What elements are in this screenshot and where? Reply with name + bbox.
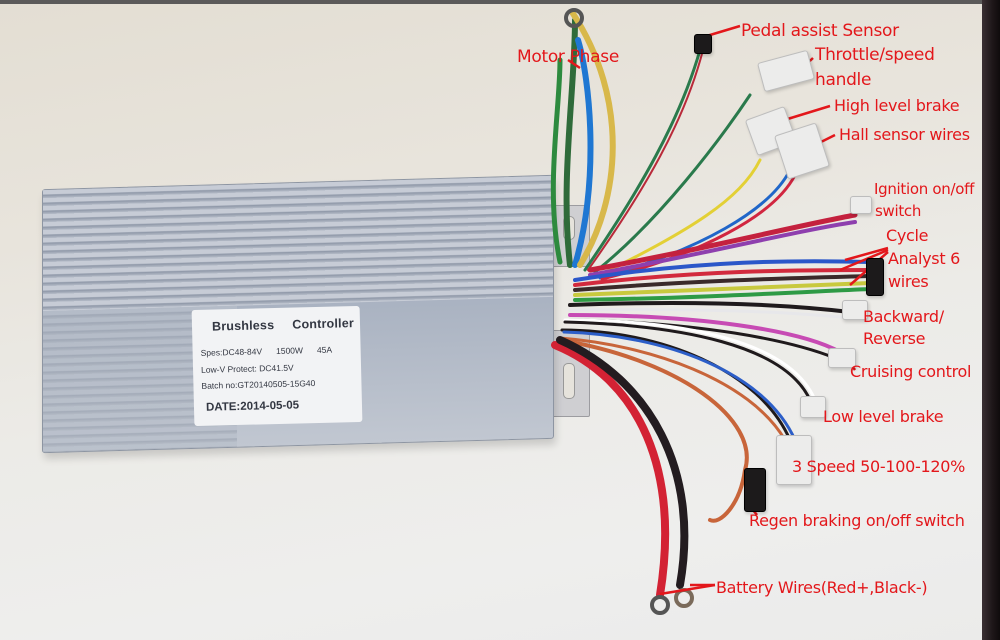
low-brake-connector bbox=[800, 396, 826, 418]
annotation-reverse-line1: Backward/ bbox=[863, 307, 944, 326]
annotation-cruise: Cruising control bbox=[850, 362, 972, 381]
pedal-sensor-connector bbox=[694, 34, 712, 54]
annotation-low-brake: Low level brake bbox=[823, 407, 944, 426]
cycle-analyst-connector bbox=[866, 258, 884, 296]
three-speed-connector bbox=[776, 435, 812, 485]
annotation-battery: Battery Wires(Red+,Black-) bbox=[716, 578, 928, 597]
cruise-connector bbox=[828, 348, 856, 368]
annotation-hall-sensor: Hall sensor wires bbox=[839, 125, 970, 144]
annotation-reverse-line2: Reverse bbox=[863, 329, 926, 348]
reverse-connector bbox=[842, 300, 868, 320]
annotation-ignition-line1: Ignition on/off bbox=[874, 180, 975, 198]
annotation-regen: Regen braking on/off switch bbox=[749, 511, 965, 530]
top-border bbox=[0, 0, 1000, 4]
annotation-throttle-line2: handle bbox=[815, 70, 872, 90]
annotation-cycle-line1: Cycle bbox=[886, 226, 929, 245]
ring-terminals bbox=[564, 8, 694, 615]
annotation-high-brake: High level brake bbox=[834, 96, 960, 115]
annotation-cycle-line2: Analyst 6 bbox=[888, 249, 960, 268]
dark-fabric-edge bbox=[982, 0, 1000, 640]
regen-connector bbox=[744, 468, 766, 512]
annotation-ignition-line2: switch bbox=[875, 202, 922, 220]
annotation-throttle-line1: Throttle/speed bbox=[815, 45, 935, 65]
annotation-cycle-line3: wires bbox=[888, 272, 929, 291]
annotation-motor-phase: Motor Phase bbox=[517, 47, 619, 67]
annotation-three-speed: 3 Speed 50-100-120% bbox=[792, 457, 965, 476]
ignition-connector bbox=[850, 196, 872, 214]
annotation-pedal-assist: Pedal assist Sensor bbox=[741, 21, 899, 41]
